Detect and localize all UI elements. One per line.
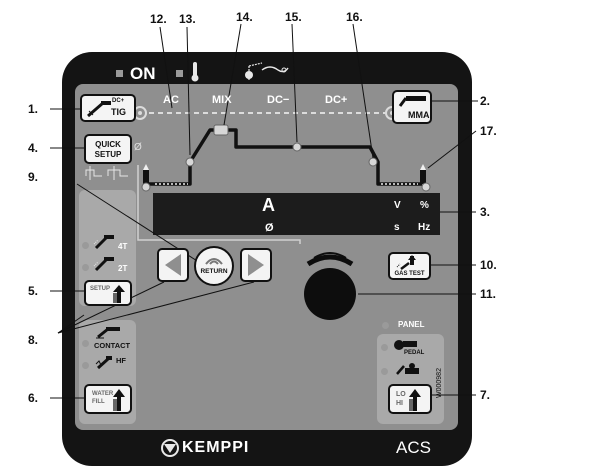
hi-label: HI: [396, 400, 403, 407]
display-screen: [153, 193, 440, 235]
up-down-arrow-icon: [113, 285, 125, 303]
quick-setup-line2: SETUP: [94, 150, 122, 159]
callout-1: 1.: [28, 102, 39, 116]
trigger-group: [79, 190, 136, 306]
hand-remote-icon: [396, 363, 419, 375]
quick-setup-button[interactable]: QUICK SETUP: [84, 134, 132, 164]
callout-11: 11.: [480, 287, 497, 301]
arrow-right-icon: [248, 254, 264, 276]
gas-test-icon: [396, 255, 416, 270]
brand-name: KEMPPI: [182, 439, 250, 456]
tig-dc-label: DC+: [112, 98, 125, 104]
callout-5: 5.: [28, 284, 39, 298]
mode-dc-plus-label: DC+: [325, 94, 348, 106]
quick-setup-line1: QUICK: [95, 140, 121, 149]
lo-hi-button[interactable]: LO HI: [388, 384, 432, 414]
right-arrow-button[interactable]: [240, 248, 272, 282]
mma-electrode-icon: [398, 96, 426, 107]
on-label: ON: [130, 64, 156, 83]
gas-test-label: GAS TEST: [394, 271, 425, 277]
led-2t: [82, 264, 89, 271]
display-unit-v: V: [394, 200, 401, 211]
kemppi-logo-icon: [161, 439, 179, 457]
callout-7: 7.: [480, 388, 491, 402]
display-unit-percent: %: [420, 200, 429, 211]
led-contact: [82, 340, 89, 347]
callout-13: 13.: [179, 12, 196, 26]
mma-label: MMA: [408, 110, 430, 120]
led-hf: [82, 362, 89, 369]
mode-ac-label: AC: [163, 94, 179, 106]
water-label: WATER: [92, 391, 114, 397]
contact-torch-icon: [96, 327, 120, 339]
display-sub-symbol: Ø: [265, 222, 274, 234]
setup-button[interactable]: SETUP: [84, 280, 132, 306]
led-panel: [382, 322, 389, 329]
panel-label: PANEL: [398, 320, 425, 329]
return-button[interactable]: RETURN: [194, 246, 234, 286]
tig-torch-icon: [87, 101, 111, 118]
two-t-label: 2T: [118, 264, 128, 273]
callout-14: 14.: [236, 10, 253, 24]
four-t-label: 4T: [118, 242, 128, 251]
callout-3: 3.: [480, 205, 491, 219]
mma-button[interactable]: MMA: [392, 90, 432, 124]
pedal-label: PEDAL: [404, 350, 425, 356]
up-down-arrow-icon: [113, 389, 125, 411]
display-unit-hz: Hz: [418, 222, 431, 233]
mode-dc-minus-label: DC−: [267, 94, 290, 106]
torch-gas-icon: [245, 62, 289, 80]
led-remote-hand: [381, 368, 388, 375]
tig-label: TIG: [111, 107, 126, 117]
mode-mix-label: MIX: [212, 94, 232, 106]
model-name: ACS: [396, 438, 431, 457]
fill-label: FILL: [92, 399, 105, 405]
up-down-arrow-icon: [409, 389, 421, 411]
display-main-unit: A: [262, 195, 275, 215]
return-label: RETURN: [200, 268, 228, 275]
water-fill-button[interactable]: WATER FILL: [84, 384, 132, 414]
diameter-symbol: Ø: [134, 142, 142, 153]
tig-button[interactable]: DC+ TIG: [80, 94, 136, 122]
hf-label: HF: [116, 356, 126, 365]
callout-16: 16.: [346, 10, 363, 24]
callout-6: 6.: [28, 391, 39, 405]
torch-4t-icon: [93, 235, 114, 250]
left-arrow-button[interactable]: [157, 248, 189, 282]
thermometer-icon: [193, 62, 197, 77]
setup-label: SETUP: [90, 286, 111, 292]
callout-8: 8.: [28, 333, 39, 347]
pedal-icon: [394, 340, 417, 350]
hf-torch-icon: [95, 356, 112, 370]
led-pedal: [381, 344, 388, 351]
contact-label: CONTACT: [94, 341, 131, 350]
display-unit-s: s: [394, 222, 400, 233]
callout-12: 12.: [150, 12, 167, 26]
callout-9: 9.: [28, 170, 39, 184]
lo-label: LO: [396, 391, 406, 398]
arrow-left-icon: [165, 254, 181, 276]
callout-10: 10.: [480, 258, 497, 272]
torch-2t-icon: [93, 257, 114, 272]
callout-2: 2.: [480, 94, 491, 108]
callout-17: 17.: [480, 124, 497, 138]
adjustment-knob[interactable]: [304, 268, 356, 320]
gas-test-button[interactable]: GAS TEST: [388, 252, 431, 280]
return-icon: [205, 258, 223, 265]
led-4t: [82, 242, 89, 249]
figure-code: W000982: [436, 368, 443, 398]
callout-15: 15.: [285, 10, 302, 24]
callout-4: 4.: [28, 141, 39, 155]
